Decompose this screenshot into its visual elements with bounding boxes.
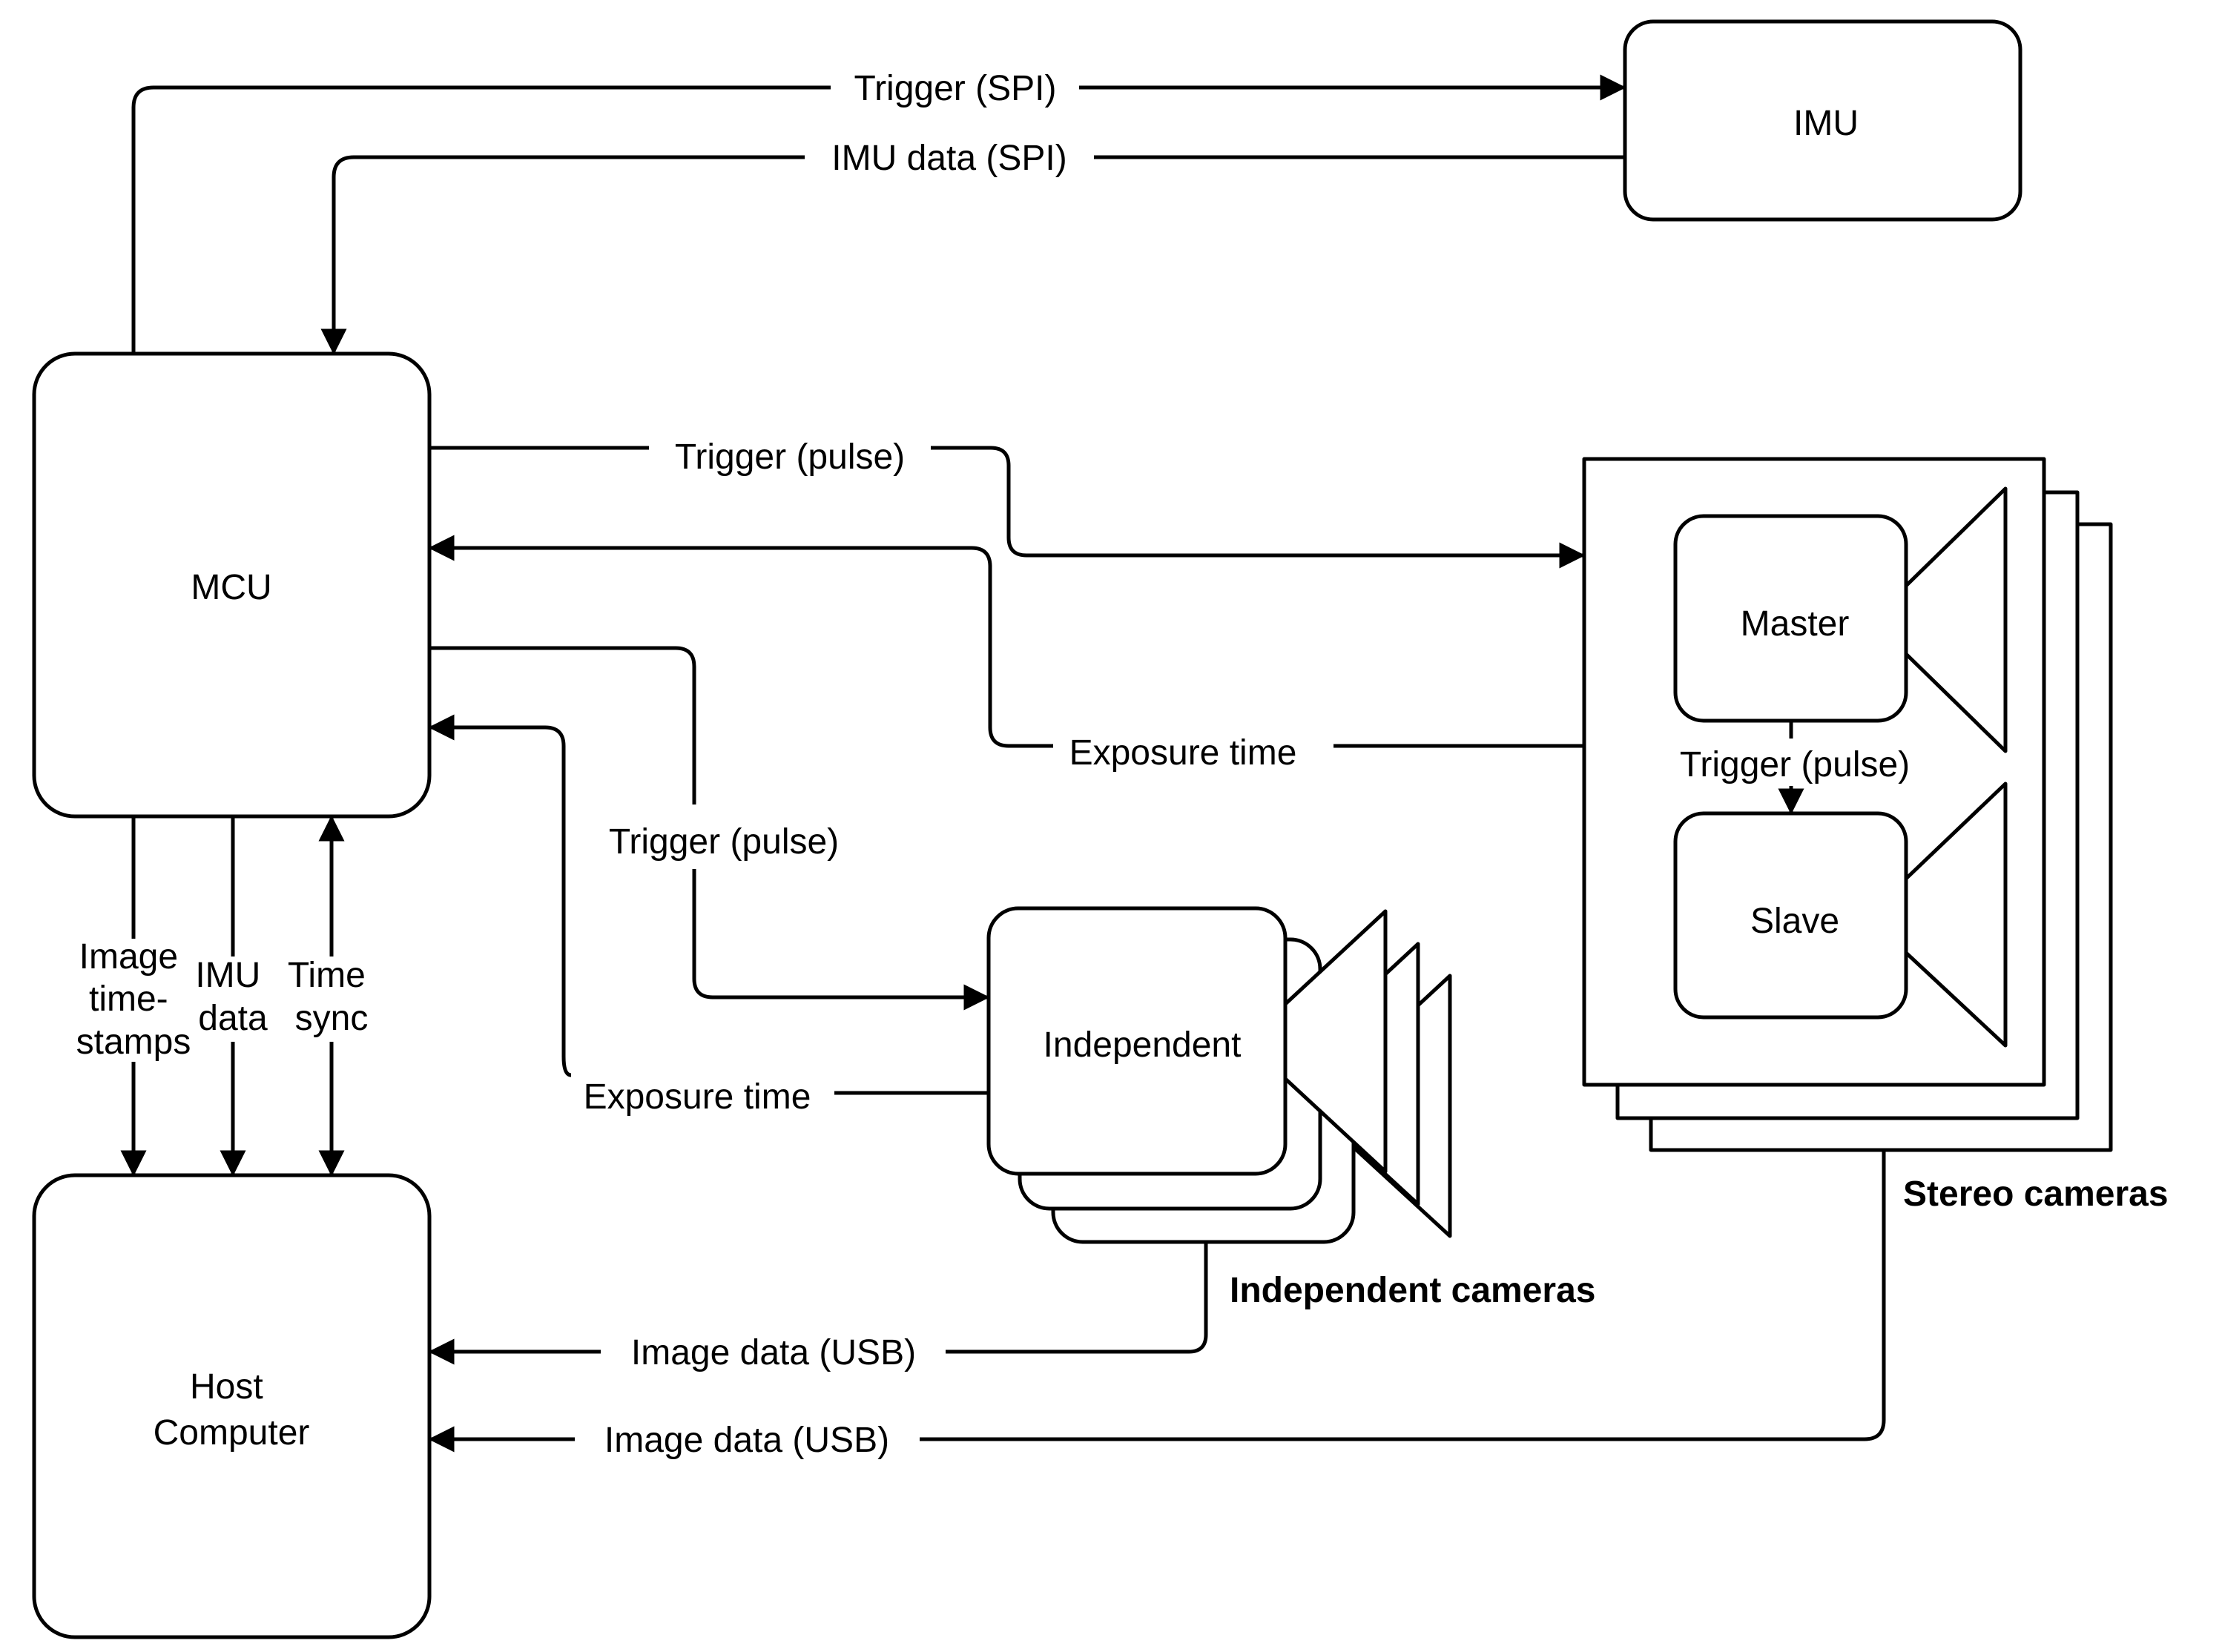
imu-data-label-line-2: data: [198, 999, 268, 1038]
imu-data-spi-arrow: [320, 155, 805, 355]
trigger-pulse-master-slave-label: Trigger (pulse): [1680, 745, 1910, 784]
time-sync-label: Time sync: [288, 956, 375, 1038]
image-timestamps-label-line-2: time-: [89, 979, 168, 1019]
host-computer-label-line-2: Computer: [154, 1413, 310, 1453]
slave-label: Slave: [1750, 902, 1839, 941]
trigger-pulse-independent-arrow: [692, 869, 990, 1011]
exposure-time-stereo-label: Exposure time: [1069, 733, 1297, 773]
image-data-usb-stereo-line: [920, 1150, 1886, 1441]
trigger-pulse-independent-label: Trigger (pulse): [609, 822, 839, 862]
imu-box: [1623, 19, 2022, 222]
imu-label: IMU: [1793, 104, 1859, 143]
image-data-usb-stereo-label: Image data (USB): [604, 1421, 889, 1460]
independent-cameras-label: Independent cameras: [1230, 1271, 1596, 1310]
trigger-pulse-stereo-label: Trigger (pulse): [675, 437, 905, 477]
mcu-label: MCU: [191, 568, 271, 607]
trigger-spi-line: [131, 85, 831, 354]
time-sync-label-line-1: Time: [288, 956, 366, 995]
trigger-pulse-independent-line: [429, 646, 696, 804]
imu-data-spi-label: IMU data (SPI): [831, 139, 1067, 178]
host-computer-label: Host Computer: [154, 1367, 310, 1453]
trigger-spi-label: Trigger (SPI): [854, 69, 1057, 108]
image-data-usb-independent-line: [946, 1242, 1208, 1354]
image-timestamps-label-line-3: stamps: [76, 1022, 191, 1062]
time-sync-label-line-2: sync: [295, 999, 369, 1038]
exposure-time-stereo-arrow: [428, 535, 1053, 748]
image-timestamps-label: Image time- stamps: [76, 937, 191, 1062]
independent-camera-box: [986, 906, 1288, 1176]
exposure-time-independent-arrow: [428, 714, 572, 1077]
master-label: Master: [1741, 604, 1850, 644]
exposure-time-independent-label: Exposure time: [584, 1077, 811, 1117]
stereo-cameras-label: Stereo cameras: [1903, 1174, 2169, 1214]
host-computer-label-line-1: Host: [190, 1367, 263, 1407]
image-data-usb-independent-label: Image data (USB): [631, 1333, 916, 1372]
independent-label: Independent: [1044, 1025, 1242, 1065]
trigger-pulse-stereo-arrow: [931, 446, 1586, 569]
image-timestamps-label-line-1: Image: [79, 937, 178, 977]
imu-data-label-line-1: IMU: [195, 956, 260, 995]
imu-data-label: IMU data: [195, 956, 270, 1038]
